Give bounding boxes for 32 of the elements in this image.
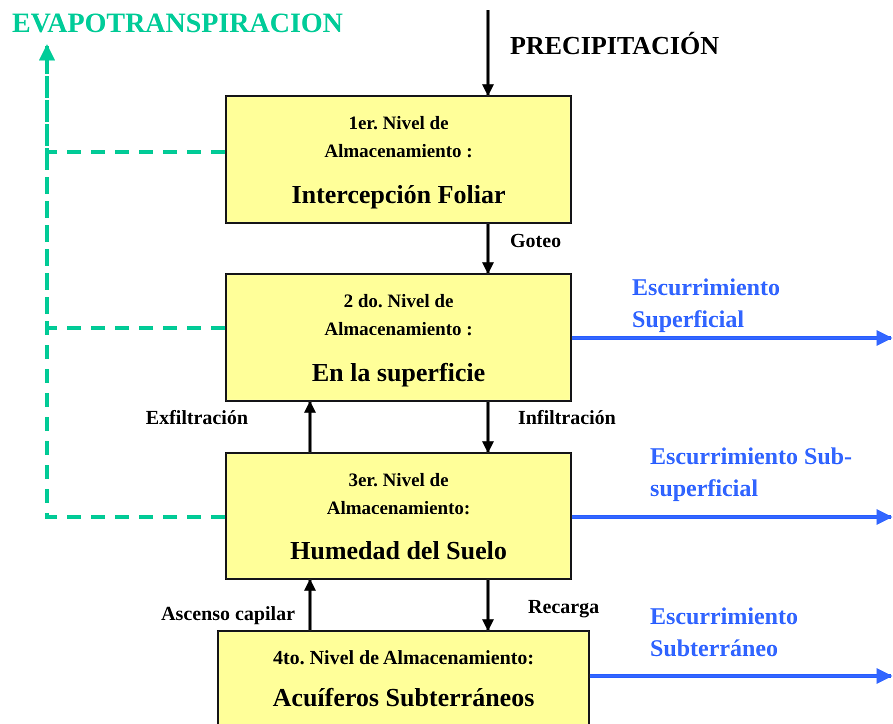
edge-label: Ascenso capilar	[160, 602, 295, 627]
level-title: Acuíferos Subterráneos	[272, 684, 534, 713]
level-heading: 4to. Nivel de Almacenamiento:	[272, 646, 534, 672]
arrow	[304, 400, 316, 452]
storage-box	[225, 95, 572, 224]
arrow	[482, 580, 494, 632]
arrow	[482, 224, 494, 274]
level-heading: 2 do. Nivel de Almacenamiento :	[323, 290, 474, 342]
arrow	[482, 402, 494, 454]
edge-label: Escurrimiento Sub-superficial	[650, 443, 854, 504]
level-heading: 3er. Nivel de Almacenamiento:	[326, 468, 472, 522]
dashed-arrow	[39, 44, 225, 519]
edge-label: PRECIPITACIÓN	[510, 30, 720, 62]
arrow	[482, 10, 494, 96]
edge-label: Recarga	[528, 595, 600, 620]
level-heading: 1er. Nivel de Almacenamiento :	[323, 112, 474, 164]
level-title: En la superficie	[312, 358, 486, 388]
arrow	[572, 509, 893, 525]
edge-label: Escurrimiento Superficial	[632, 274, 781, 336]
storage-box	[225, 273, 572, 402]
storage-box	[217, 630, 590, 724]
edge-label: Escurrimiento Subterráneo	[650, 603, 799, 664]
process-label: EVAPOTRANSPIRACION	[12, 8, 343, 40]
storage-box	[225, 452, 572, 580]
arrow	[572, 330, 893, 346]
level-title: Intercepción Foliar	[292, 180, 506, 210]
arrow	[304, 578, 316, 630]
edge-label: Goteo	[510, 229, 562, 254]
arrow	[590, 668, 893, 684]
edge-label: Infiltración	[518, 406, 617, 431]
level-title: Humedad del Suelo	[290, 536, 507, 566]
edge-label: Exfiltración	[144, 406, 248, 431]
